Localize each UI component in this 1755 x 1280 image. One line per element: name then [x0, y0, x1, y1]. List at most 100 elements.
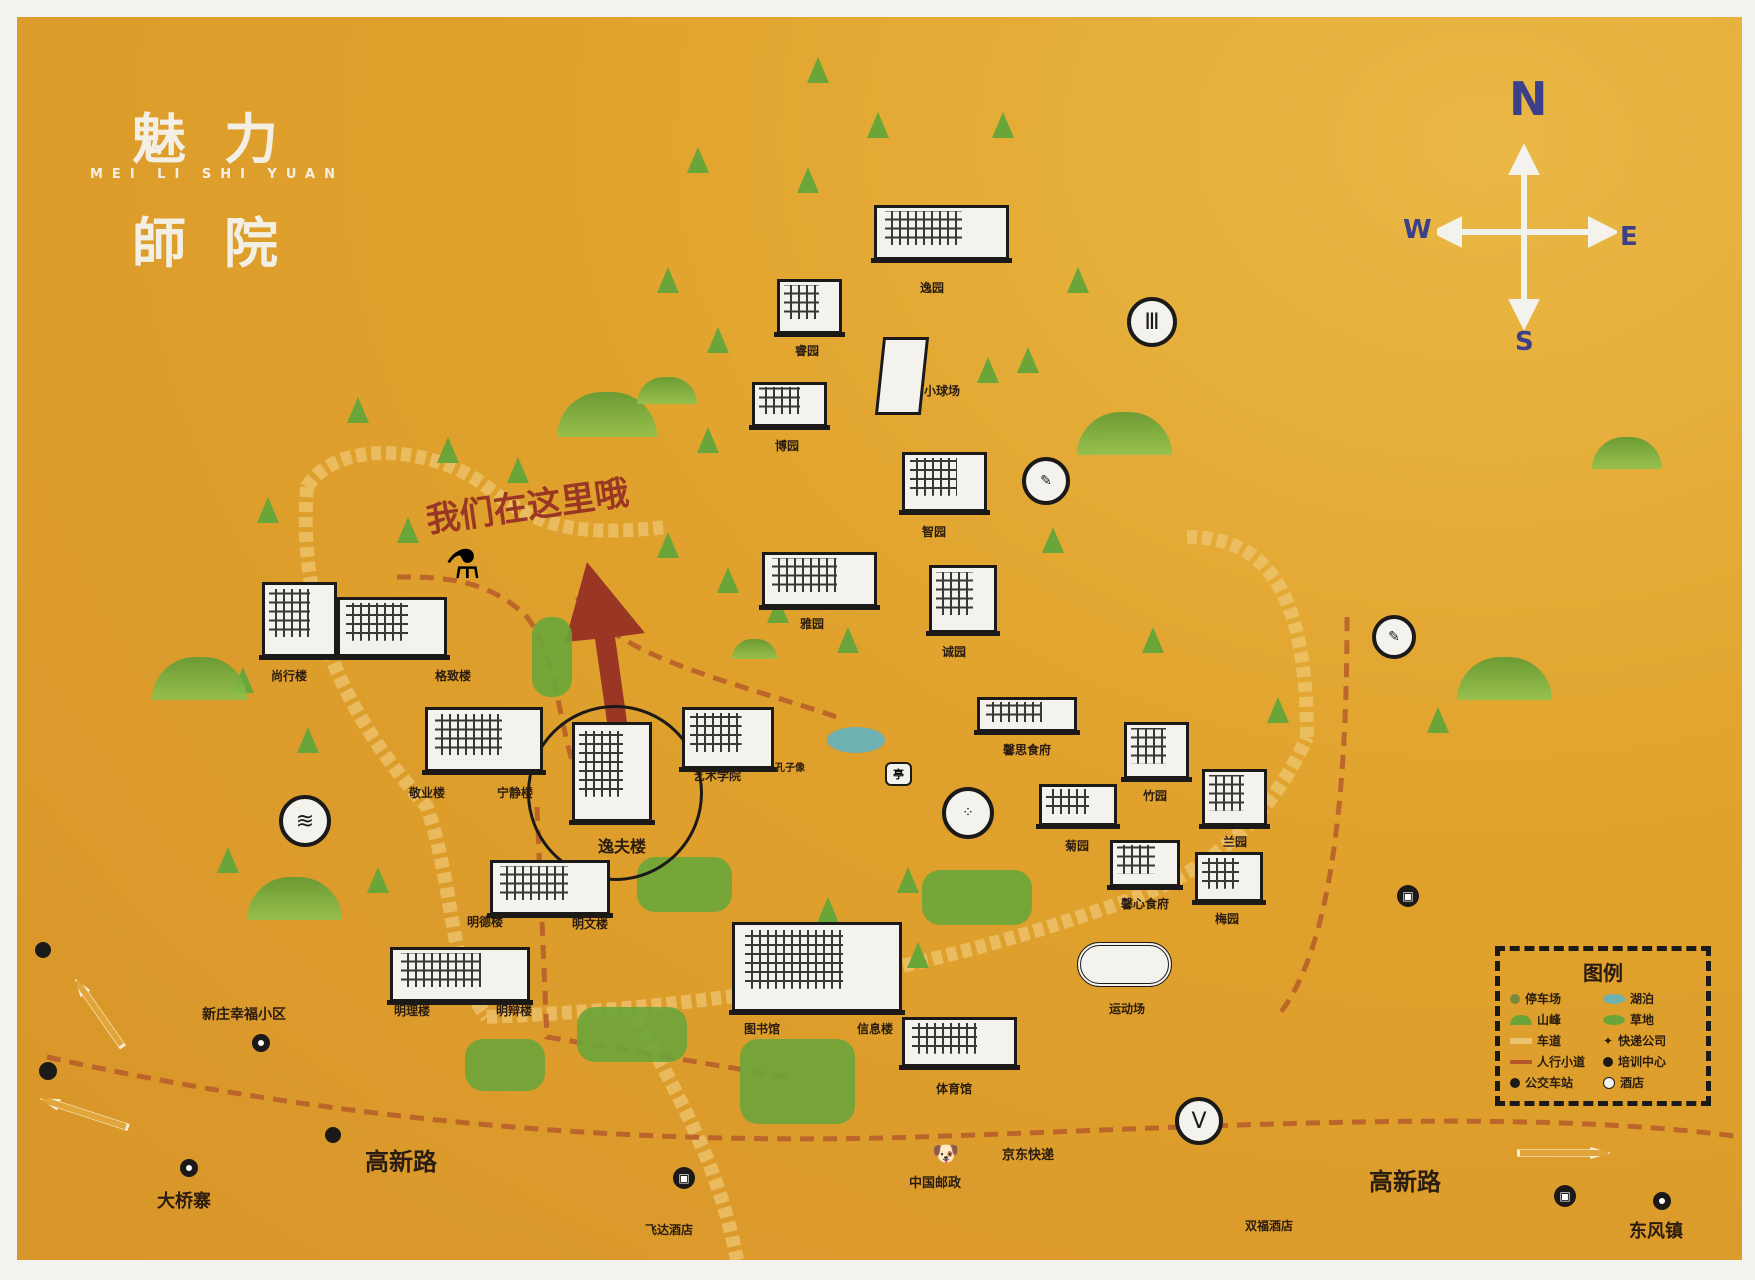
label-art-school: 艺术学院: [692, 769, 742, 783]
building-xinxin-canteen[interactable]: [1107, 840, 1183, 890]
label-mingde: 明德楼: [466, 915, 504, 929]
building-gezhi[interactable]: [334, 597, 450, 660]
building-art-school[interactable]: [679, 707, 777, 772]
parking-icon: [1510, 993, 1520, 1004]
building-library[interactable]: [729, 922, 905, 1015]
tree-icon: [347, 397, 369, 423]
emblem-icon: ✎: [1022, 457, 1070, 505]
building-xinsi-canteen[interactable]: [974, 697, 1080, 735]
building-yiyuan[interactable]: [871, 205, 1012, 263]
grass-patch: [465, 1039, 545, 1091]
grass-icon: [1603, 1014, 1625, 1025]
building-mingli[interactable]: [387, 947, 533, 1005]
place-marker[interactable]: [252, 1034, 270, 1052]
bus-stop-icon[interactable]: ▣: [673, 1167, 695, 1189]
driveway-icon: [1510, 1037, 1532, 1044]
grass-patch: [740, 1039, 855, 1124]
bus-stop-icon[interactable]: ▣: [1554, 1185, 1576, 1207]
building-shangxing[interactable]: [259, 582, 340, 660]
label-jd: 京东快递: [1002, 1148, 1055, 1163]
building-juyuan[interactable]: [1036, 784, 1120, 829]
legend-title: 图例: [1583, 961, 1623, 985]
building-zhuyuan[interactable]: [1121, 722, 1192, 782]
label-ruiyuan: 睿园: [794, 344, 820, 358]
tree-icon: [687, 147, 709, 173]
compass-arrows-icon: [1430, 143, 1620, 331]
compass: N W E S: [1403, 72, 1638, 357]
label-info: 信息楼: [856, 1022, 894, 1036]
tree-icon: [257, 497, 279, 523]
building-gym[interactable]: [899, 1017, 1020, 1070]
hotel-icon: [1603, 1076, 1615, 1089]
tree-icon: [1017, 347, 1039, 373]
parking-icon[interactable]: ≋: [279, 795, 331, 847]
building-mingde[interactable]: [487, 860, 613, 918]
bus-stop-icon[interactable]: [325, 1127, 341, 1143]
label-xinsi-canteen: 馨思食府: [1002, 743, 1052, 757]
label-boyuan: 博园: [774, 439, 800, 453]
label-mingwen: 明文楼: [571, 917, 609, 931]
emblem-icon: ✎: [1372, 615, 1416, 659]
label-gym: 体育馆: [935, 1082, 973, 1096]
tree-icon: [507, 457, 529, 483]
legend-item-grass: 草地: [1603, 1011, 1696, 1028]
tree-icon: [977, 357, 999, 383]
small-court[interactable]: [874, 337, 930, 415]
bus-stop-icon[interactable]: ▣: [1397, 885, 1419, 907]
label-xinzhuang: 新庄幸福小区: [202, 1007, 286, 1023]
tree-icon: [707, 327, 729, 353]
place-marker[interactable]: [180, 1159, 198, 1177]
building-zhiyuan[interactable]: [899, 452, 990, 515]
campus-map: 魅力 MEI LI SHI YUAN 師院 N W E S 我们在这里哦 逸夫楼…: [17, 17, 1742, 1260]
highlight-circle[interactable]: [527, 705, 703, 881]
label-library: 图书馆: [743, 1022, 781, 1036]
legend-label: 车道: [1537, 1034, 1562, 1048]
building-ruiyuan[interactable]: [774, 279, 845, 337]
place-marker[interactable]: [1653, 1192, 1671, 1210]
bus-stop-icon[interactable]: [35, 942, 51, 958]
driveway: [486, 734, 1314, 1024]
building-jingye[interactable]: [422, 707, 546, 775]
building-meiyuan[interactable]: [1192, 852, 1266, 905]
label-yiyuan: 逸园: [919, 281, 945, 295]
label-stadium: 运动场: [1108, 1002, 1146, 1016]
tree-icon: [217, 847, 239, 873]
label-small-court: 小球场: [923, 384, 961, 398]
bus-stop-icon: [1510, 1077, 1520, 1088]
legend-label: 草地: [1630, 1013, 1655, 1027]
footpath-icon: [1510, 1059, 1532, 1064]
training-center-icon[interactable]: Ⅲ: [1127, 297, 1177, 347]
building-boyuan[interactable]: [749, 382, 830, 430]
hotel-brand-icon[interactable]: V: [1175, 1097, 1223, 1145]
bus-stop-icon[interactable]: [39, 1062, 57, 1080]
label-dongfeng: 东风镇: [1629, 1221, 1683, 1242]
tree-icon: [697, 427, 719, 453]
tree-icon: [397, 517, 419, 543]
compass-west: W: [1403, 215, 1432, 245]
building-yifu[interactable]: [569, 722, 655, 825]
building-chengyuan[interactable]: [926, 565, 1000, 636]
flask-icon: ⚗: [445, 542, 481, 588]
label-juyuan: 菊园: [1064, 839, 1090, 853]
footpath: [46, 1054, 1742, 1142]
tree-icon: [1142, 627, 1164, 653]
tree-icon: [1067, 267, 1089, 293]
hill-icon: [732, 639, 777, 660]
label-jingye: 敬业楼: [408, 786, 446, 800]
legend-item-bus: 公交车站: [1510, 1074, 1603, 1091]
label-ningjing: 宁静楼: [496, 786, 534, 800]
grass-patch: [922, 870, 1032, 925]
grass-patch: [532, 617, 572, 697]
title-romanization: MEI LI SHI YUAN: [90, 167, 344, 182]
legend-item-parking: 停车场: [1510, 990, 1603, 1007]
label-zhuyuan: 竹园: [1142, 789, 1168, 803]
courier-icon: ✦: [1603, 1033, 1614, 1048]
building-lanyuan[interactable]: [1199, 769, 1270, 829]
building-yayuan[interactable]: [759, 552, 880, 610]
tree-icon: [1042, 527, 1064, 553]
title-line-2: 師院: [132, 212, 316, 275]
stadium-track[interactable]: [1077, 942, 1172, 987]
label-mingbian: 明辩楼: [495, 1004, 533, 1018]
label-xinxin-canteen: 馨心食府: [1120, 897, 1170, 911]
label-pavilion[interactable]: 亭: [885, 762, 912, 786]
